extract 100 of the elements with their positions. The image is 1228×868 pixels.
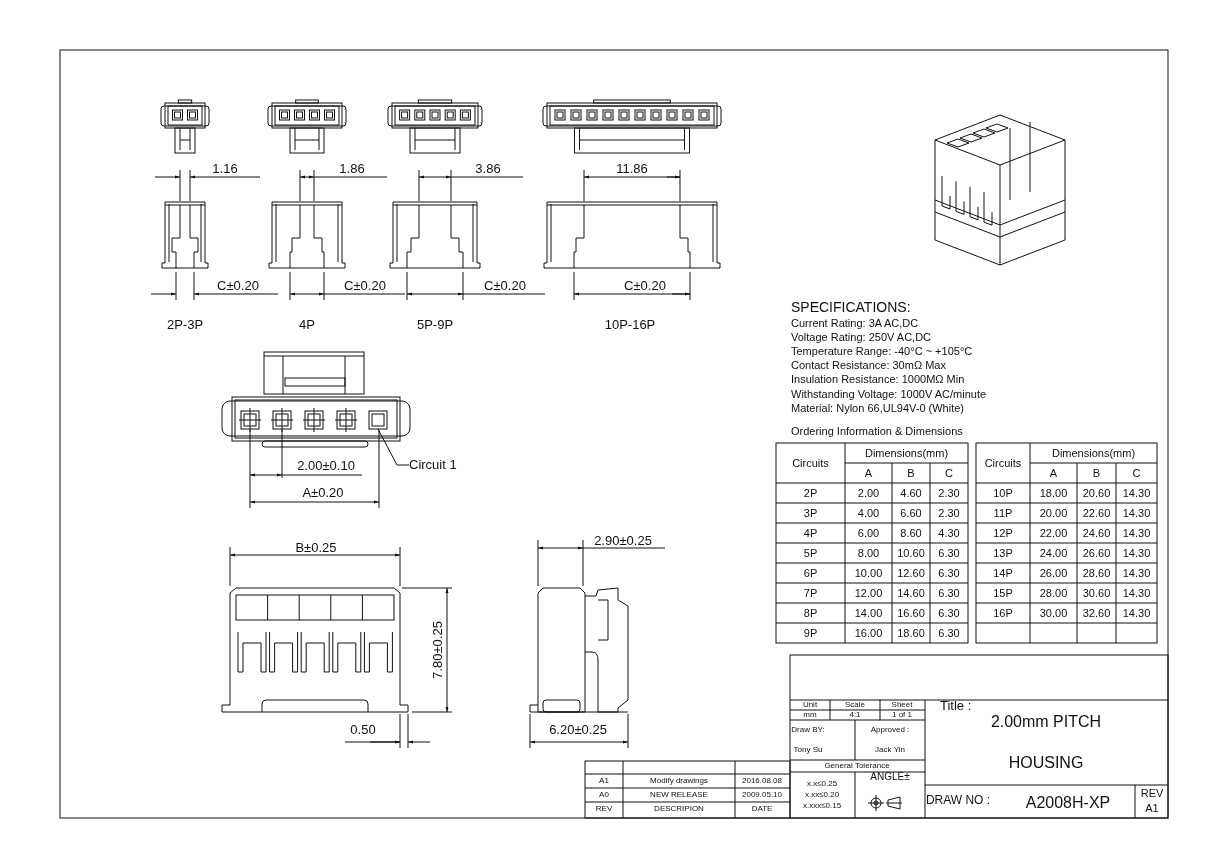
dimension-value: 6.20±0.25 — [549, 722, 607, 736]
dimension-value: 30.60 — [1082, 587, 1111, 599]
dimension-value: 26.00 — [1039, 567, 1068, 579]
specification-line: Withstanding Voltage: 1000V AC/minute — [791, 388, 987, 399]
dimension-value: 26.60 — [1082, 547, 1111, 559]
title-block-text: Modify drawings — [650, 777, 708, 785]
dimension-value: 6.30 — [938, 607, 960, 619]
dimension-value: 14.30 — [1122, 507, 1151, 519]
dimension-value: 4.00 — [857, 507, 880, 519]
drawing-number: A2008H-XP — [1025, 795, 1111, 811]
dimension-value: 14.60 — [897, 587, 925, 599]
dimension-value: 30.00 — [1039, 607, 1068, 619]
column-header: A — [1049, 467, 1058, 479]
specification-line: Material: Nylon 66,UL94V-0 (White) — [791, 402, 964, 414]
table-caption: Ordering Information & Dimensions — [791, 425, 963, 437]
title-block-text: A0 — [599, 791, 609, 799]
column-header: C — [945, 467, 953, 479]
dimension-value: 2.00±0.10 — [297, 458, 355, 472]
title-block-text: 2016.08.08 — [742, 777, 782, 785]
dimension-value: C±0.20 — [484, 278, 526, 292]
column-header: B — [1092, 467, 1101, 479]
dimension-value: C±0.20 — [624, 278, 666, 292]
drawing-title: HOUSING — [1008, 755, 1084, 771]
pin-cavity — [368, 410, 388, 430]
dimension-value: 22.00 — [1039, 527, 1068, 539]
variant-label: 2P-3P — [166, 317, 204, 331]
column-header: B — [907, 467, 915, 479]
title-block-text: x.xxx≤0.15 — [802, 802, 842, 810]
dimension-value: 20.60 — [1082, 487, 1111, 499]
variant-label: 4P — [299, 317, 315, 331]
title-block-text: 1 of 1 — [892, 711, 912, 719]
title-block-text: NEW RELEASE — [650, 791, 708, 799]
dimension-value: 28.60 — [1082, 567, 1111, 579]
title-block-text: 4:1 — [849, 711, 861, 719]
circuit-count: 12P — [993, 527, 1013, 539]
title-block-text: A1 — [1145, 802, 1159, 814]
dimension-value: A±0.20 — [302, 485, 344, 499]
circuit-count: 4P — [803, 527, 818, 539]
dimension-value: 8.00 — [857, 547, 880, 559]
circuit-count: 8P — [803, 607, 818, 619]
column-header: Dimensions(mm) — [1051, 447, 1136, 459]
dimension-value: B±0.25 — [295, 540, 337, 554]
title-block-text: mm — [803, 711, 817, 719]
dimension-value: 6.30 — [938, 627, 960, 639]
dimension-value: 2.90±0.25 — [594, 533, 652, 547]
dimension-value: 8.60 — [900, 527, 922, 539]
variant-label: 5P-9P — [416, 317, 454, 331]
circuit-count: 14P — [993, 567, 1013, 579]
dimension-value: 2.30 — [938, 507, 960, 519]
title-block-text: REV — [1140, 787, 1164, 799]
variant-label: 10P-16P — [604, 317, 656, 331]
dimension-value: 0.50 — [350, 722, 376, 736]
dimension-value: 14.00 — [854, 607, 883, 619]
title-block-text: Scale — [845, 701, 865, 709]
dimension-value: 6.30 — [938, 547, 960, 559]
circuit-count: 3P — [803, 507, 818, 519]
title-block-text: x.x≤0.25 — [806, 780, 838, 788]
circuit-count: 5P — [803, 547, 818, 559]
title-block-text: REV — [595, 805, 613, 813]
column-header: Circuits — [984, 457, 1022, 469]
title-block-text: Title : — [940, 698, 972, 712]
title-block-text: Unit — [802, 701, 818, 709]
title-block-text: x.xx≤0.20 — [804, 791, 840, 799]
specification-line: Insulation Resistance: 1000MΩ Min — [791, 373, 965, 385]
column-header: Dimensions(mm) — [864, 447, 949, 459]
dimension-value: 6.00 — [857, 527, 880, 539]
circuit-count: 9P — [803, 627, 818, 639]
dimension-value: 12.60 — [897, 567, 925, 579]
specification-line: Voltage Rating: 250V AC,DC — [791, 331, 932, 343]
title-block-text: 2009.05.10 — [742, 791, 782, 799]
dimension-value: 10.60 — [897, 547, 925, 559]
specification-line: Temperature Range: -40°C ~ +105°C — [791, 345, 973, 357]
dimension-value: 7.80±0.25 — [430, 621, 444, 679]
title-block-text: ANGLE± — [870, 772, 910, 782]
specification-line: Current Rating: 3A AC,DC — [791, 317, 919, 328]
dimension-value: 6.30 — [938, 587, 960, 599]
dimension-value: 14.30 — [1122, 547, 1151, 559]
circuit-count: 10P — [993, 487, 1013, 499]
dimension-value: 14.30 — [1122, 487, 1151, 499]
circuit-count: 11P — [993, 507, 1013, 519]
specification-line: Contact Resistance: 30mΩ Max — [791, 359, 946, 371]
dimension-value: C±0.20 — [344, 278, 386, 292]
dimension-value: 16.00 — [854, 627, 883, 639]
title-block-text: DESCRIPION — [654, 805, 704, 813]
dimension-value: 4.30 — [938, 527, 960, 539]
circuit-count: 16P — [993, 607, 1013, 619]
title-block-text: DATE — [751, 805, 773, 813]
dimension-value: 32.60 — [1082, 607, 1111, 619]
dimension-value: 22.60 — [1082, 507, 1111, 519]
dimension-value: 24.60 — [1082, 527, 1111, 539]
dimension-value: 3.86 — [475, 161, 501, 175]
title-block-text: Tony Su — [793, 746, 823, 754]
dimension-value: 2.30 — [938, 487, 960, 499]
dimension-value: 14.30 — [1122, 587, 1151, 599]
circuit-count: 7P — [803, 587, 818, 599]
dimension-value: 12.00 — [854, 587, 883, 599]
callout-label: Circuit 1 — [409, 458, 457, 471]
title-block-text: Jack Yin — [875, 746, 905, 754]
circuit-count: 2P — [803, 487, 818, 499]
dimension-value: 18.60 — [897, 627, 925, 639]
